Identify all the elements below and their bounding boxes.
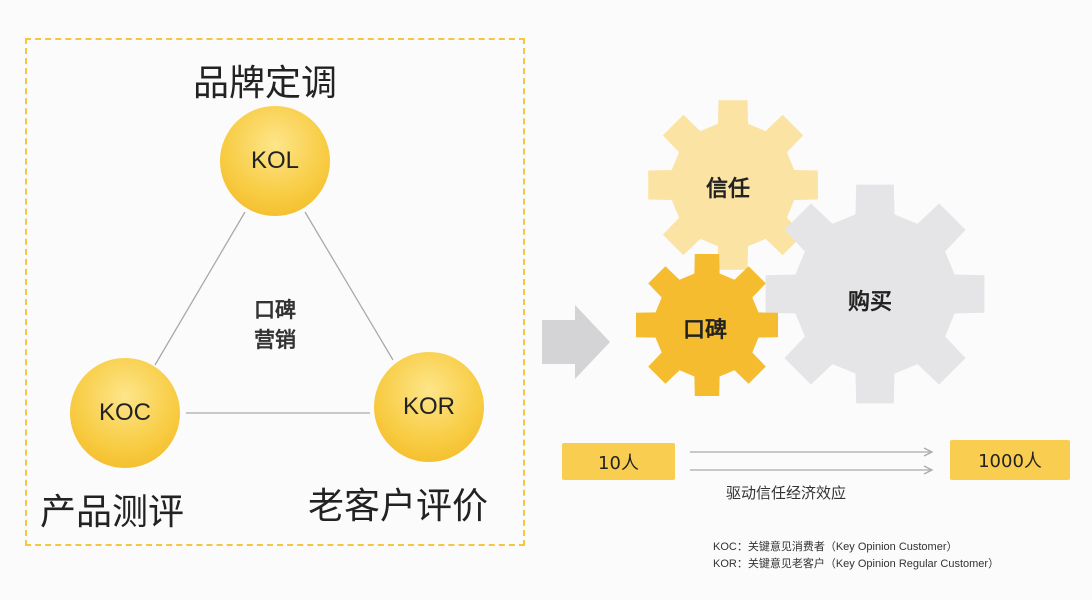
line-kol-koc bbox=[154, 211, 246, 366]
line-kol-kor bbox=[304, 211, 394, 361]
old-customer-review-label: 老客户评价 bbox=[308, 486, 489, 527]
right-arrow-icon bbox=[542, 305, 610, 379]
node-koc: KOC bbox=[70, 358, 180, 468]
gear-trust-label: 信任 bbox=[706, 177, 751, 202]
legend-koc: KOC：关键意见消费者（Key Opinion Customer） bbox=[713, 541, 958, 553]
product-review-label: 产品测评 bbox=[40, 492, 185, 533]
legend-kor: KOR：关键意见老客户（Key Opinion Regular Customer… bbox=[713, 558, 1000, 570]
left-panel-frame bbox=[25, 38, 525, 546]
gear-word-of-mouth-label: 口碑 bbox=[683, 318, 728, 343]
gear-purchase-icon bbox=[765, 184, 985, 404]
gear-word-of-mouth-icon bbox=[636, 254, 778, 396]
flow-arrows bbox=[690, 447, 934, 475]
flow-caption: 驱动信任经济效应 bbox=[726, 484, 847, 502]
center-label-line2: 营销 bbox=[254, 328, 296, 352]
center-label-line1: 口碑 bbox=[254, 298, 296, 322]
gear-purchase-label: 购买 bbox=[848, 290, 893, 315]
brand-tone-label: 品牌定调 bbox=[193, 63, 338, 104]
from-count-box: 10人 bbox=[562, 443, 675, 480]
word-of-mouth-marketing-label: 口碑 营销 bbox=[245, 295, 305, 355]
node-kol: KOL bbox=[220, 106, 330, 216]
node-kor: KOR bbox=[374, 352, 484, 462]
gear-trust-icon bbox=[648, 100, 818, 270]
to-count-box: 1000人 bbox=[950, 440, 1070, 480]
